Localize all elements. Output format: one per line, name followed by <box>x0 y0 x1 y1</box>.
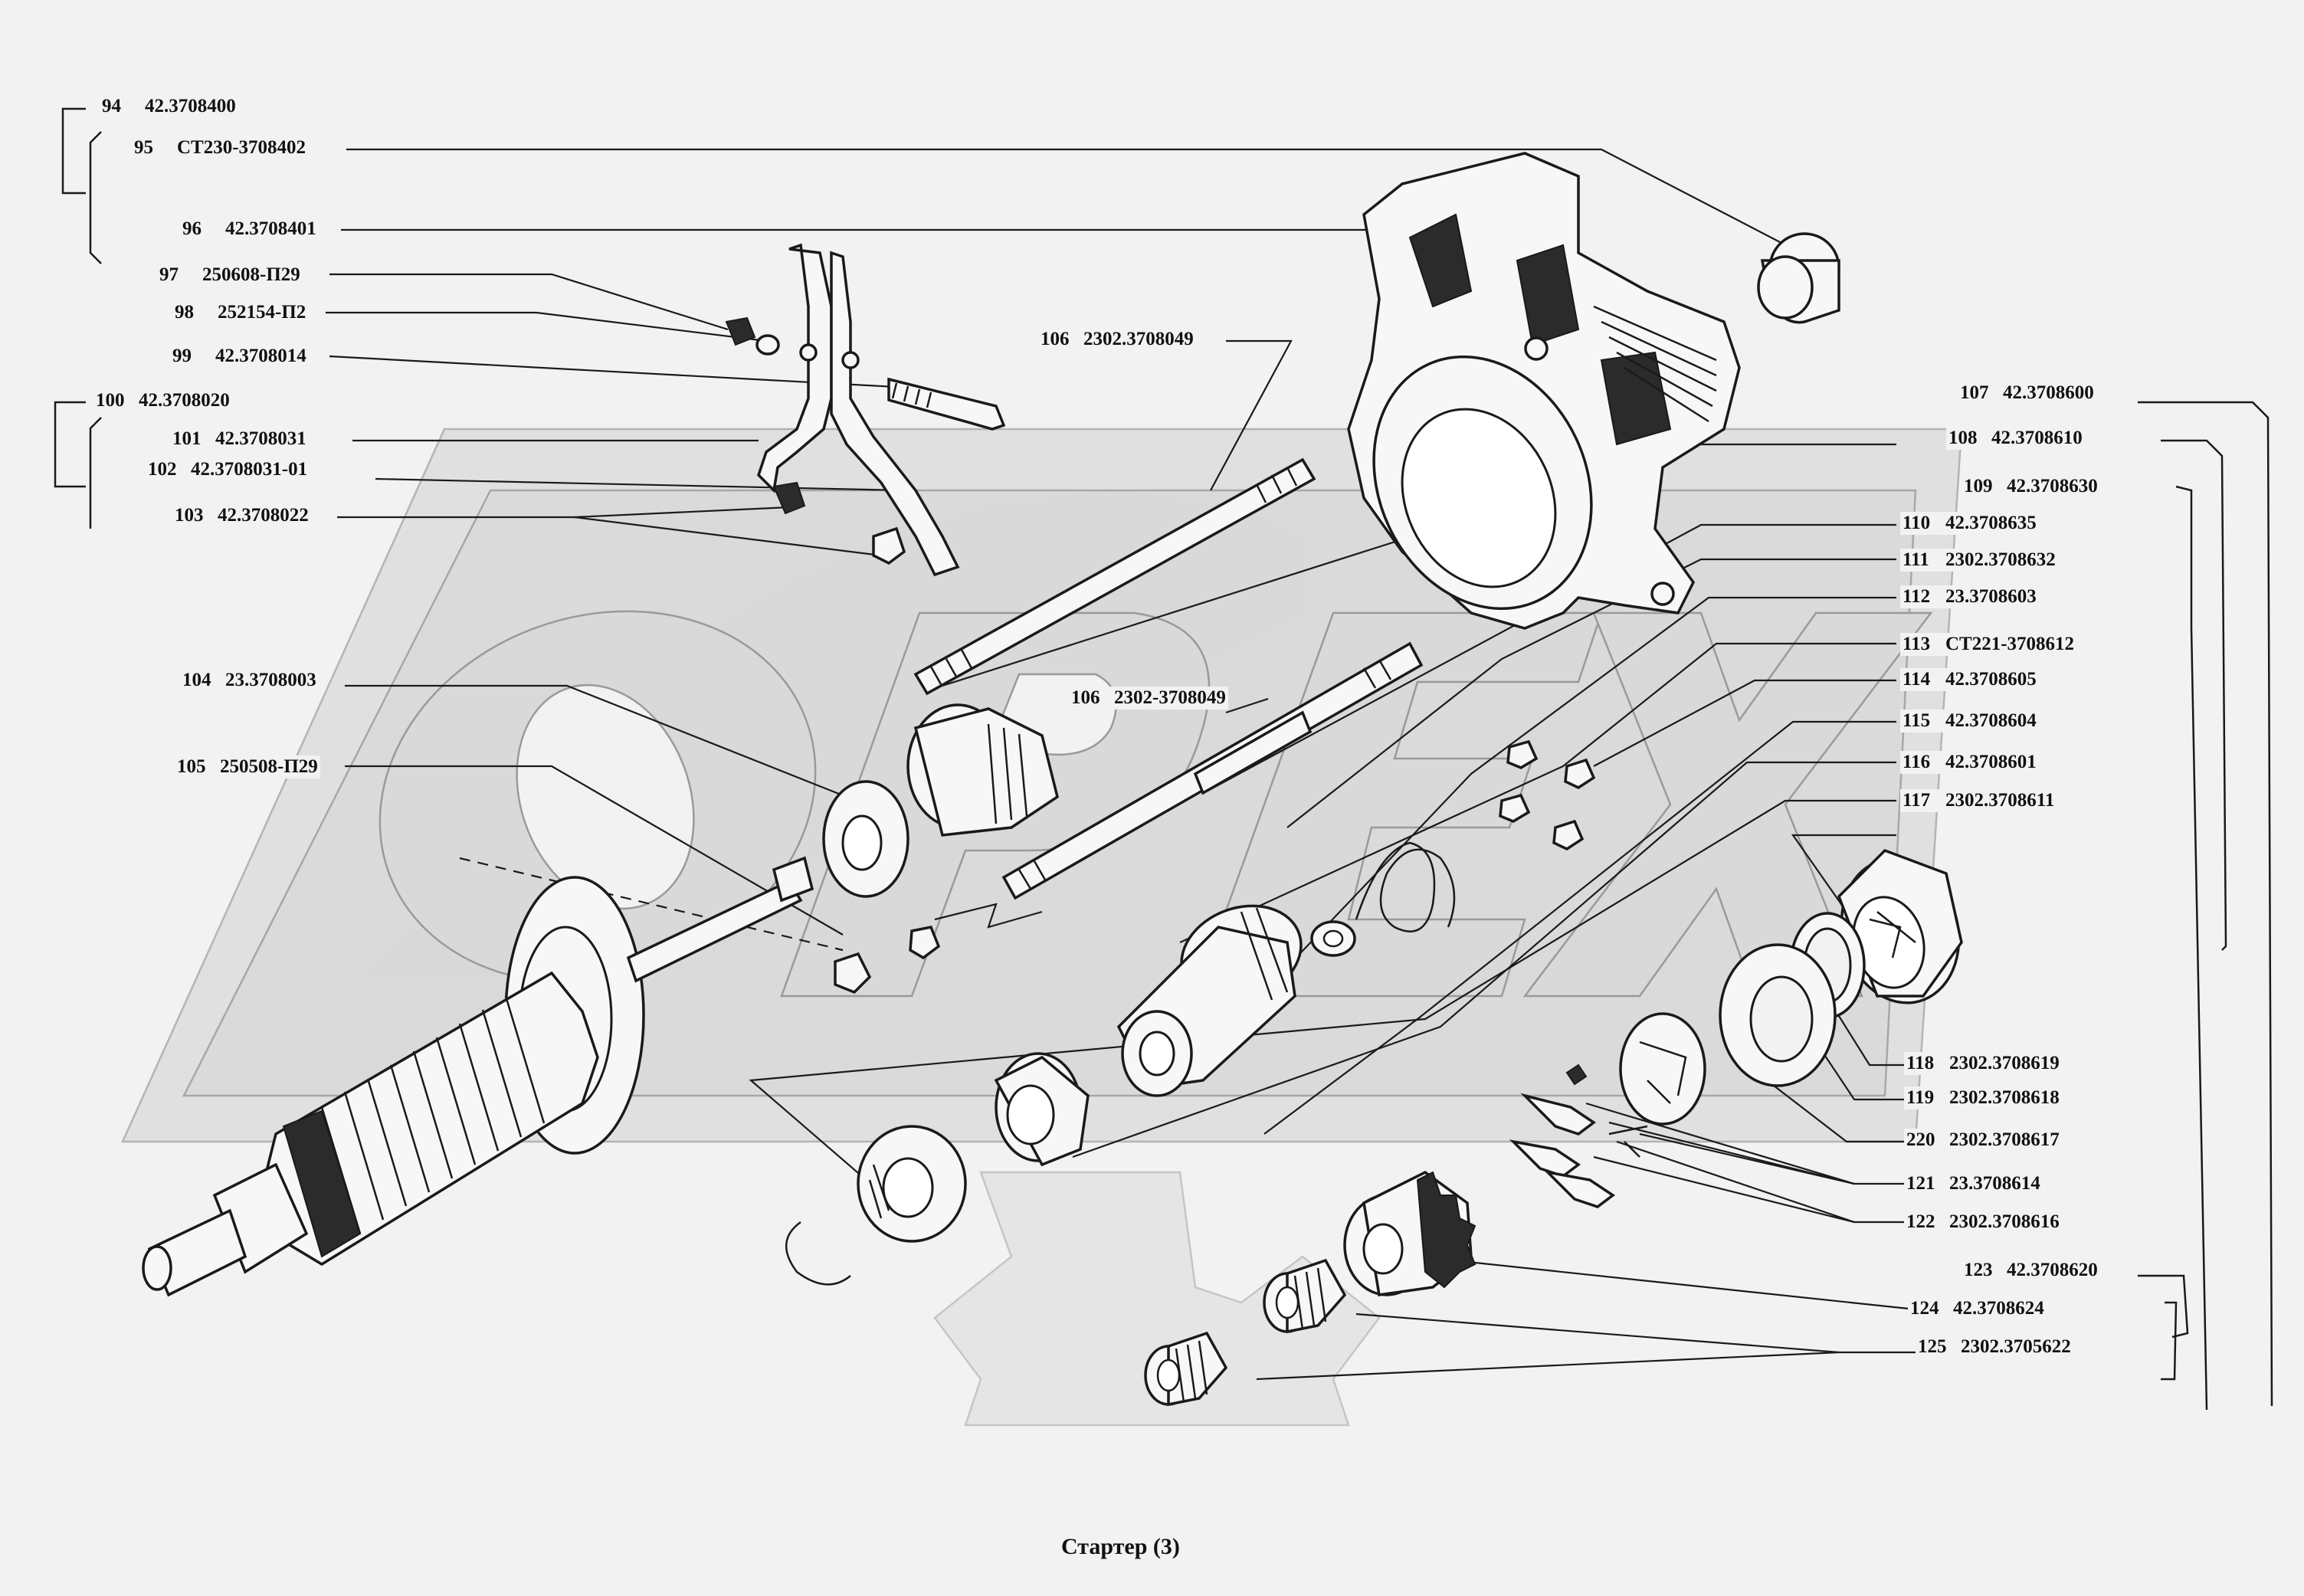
housing-part-96 <box>1347 152 1741 630</box>
washer-part-119 <box>1719 943 1837 1087</box>
plate-part-220 <box>1619 1012 1706 1126</box>
nut-parts <box>725 316 906 565</box>
nut-part-114 <box>1499 739 1596 850</box>
washer-part-110 <box>857 1125 967 1243</box>
cover-part-117 <box>1837 848 1963 1004</box>
clip-part-121 <box>1509 1063 1648 1208</box>
bracket-group-94 <box>54 107 102 529</box>
stud-part-99 <box>887 377 1006 431</box>
figure-caption: Стартер (3) <box>1061 1534 1180 1559</box>
needle-bearing-part-125a <box>1263 1258 1347 1334</box>
fork-part-101 <box>756 243 960 577</box>
nut-part-105 <box>834 925 941 995</box>
bushing-part-95 <box>1757 232 1840 324</box>
armature-part <box>142 856 814 1297</box>
ring-part-111 <box>785 1221 851 1286</box>
spring-part-113 <box>1355 841 1456 932</box>
tie-rod-part-106b <box>1001 641 1424 900</box>
bracket-group-107 <box>2138 401 2273 1411</box>
bearing-part-115 <box>994 1052 1090 1167</box>
drive-assembly-part-104 <box>822 703 1059 898</box>
washer-part-112 <box>1310 920 1356 957</box>
pinion-part-124 <box>1343 1170 1476 1296</box>
tie-rod-part-106a <box>913 457 1316 696</box>
needle-bearing-part-125b <box>1144 1331 1228 1407</box>
clutch-part-116 <box>1116 904 1303 1097</box>
